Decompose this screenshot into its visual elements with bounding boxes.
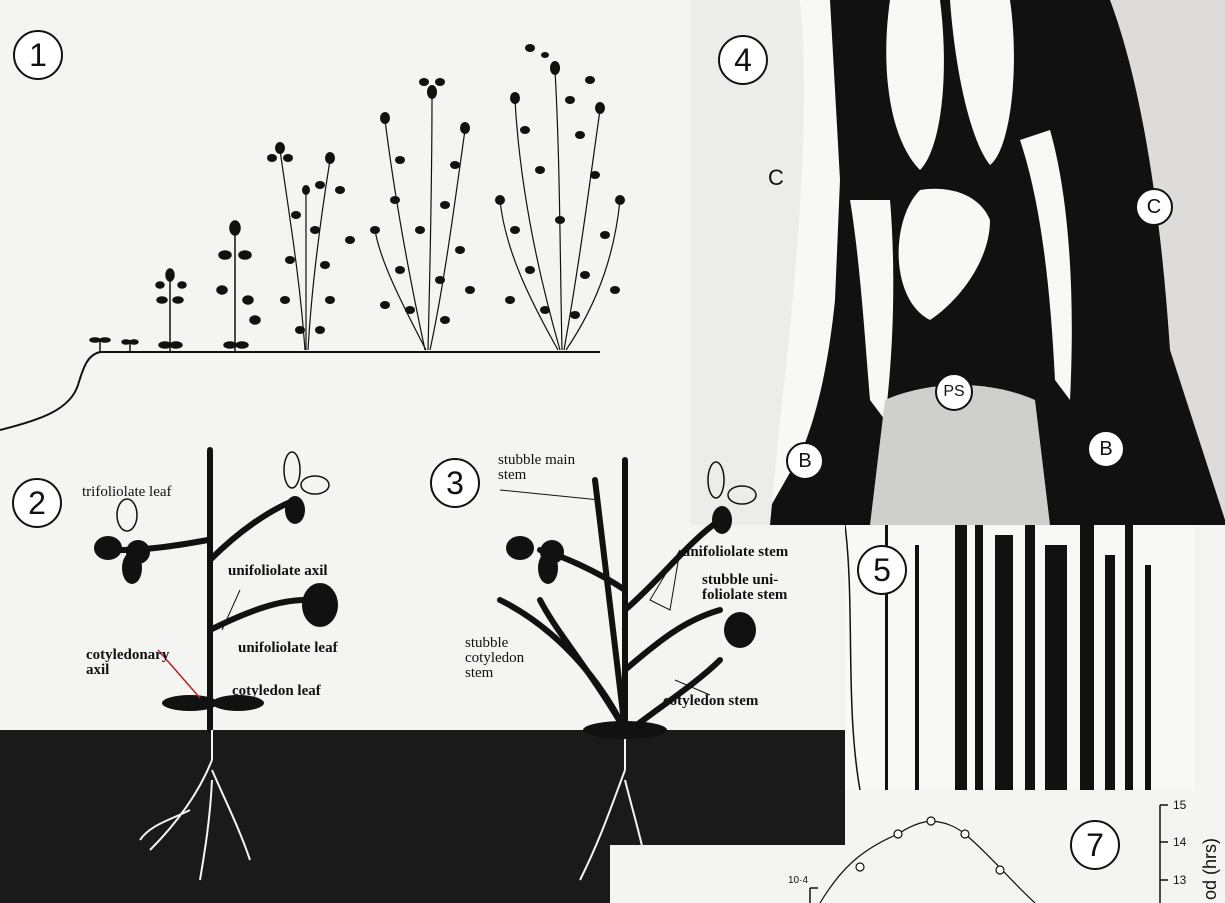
label-unifoliolate-leaf: unifoliolate leaf [238,641,338,656]
panel-2-number: 2 [12,478,62,528]
label-trifoliolate-leaf: trifoliolate leaf [82,485,172,500]
tick-14: 14 [1173,835,1186,849]
label-unifoliolate-stem: unifoliolate stem [682,545,788,560]
label-cotyledon-stem: cotyledon stem [663,694,758,709]
panel-1-number: 1 [13,30,63,80]
panel-7-chart: 10·4 15 14 13 7 od (hrs) [610,790,1225,903]
tick-15: 15 [1173,798,1186,812]
panel-2-seedling: 2 trifoliolate leaf unifoliolate axil un… [0,440,420,903]
label-b-right: B [1087,430,1125,468]
label-unifoliolate-axil: unifoliolate axil [228,564,328,579]
label-stubble-main-stem: stubble main stem [498,453,578,483]
panel-7-number: 7 [1070,820,1120,870]
panel-5-micrograph: 5 [845,525,1195,790]
panel-1-growth-sequence: 1 [0,0,690,440]
label-ps: PS [935,373,973,411]
left-axis-tick: 10·4 [788,875,808,886]
growth-sequence-drawing [0,0,690,440]
y-axis-label: od (hrs) [1200,838,1221,900]
label-stubble-unifoliolate-stem: stubble uni- foliolate stem [702,573,812,603]
label-stubble-cotyledon-stem: stubble cotyledon stem [465,636,535,681]
panel-3-number: 3 [430,458,480,508]
label-c-right: C [1135,188,1173,226]
label-cotyledonary-axil: cotyledonary axil [86,648,166,678]
label-c-left: C [768,165,784,191]
panel-4-number: 4 [718,35,768,85]
daylength-curve [610,790,1225,903]
tick-13: 13 [1173,873,1186,887]
seedling-drawing [0,440,420,903]
label-cotyledon-leaf: cotyledon leaf [232,684,321,699]
panel-5-number: 5 [857,545,907,595]
